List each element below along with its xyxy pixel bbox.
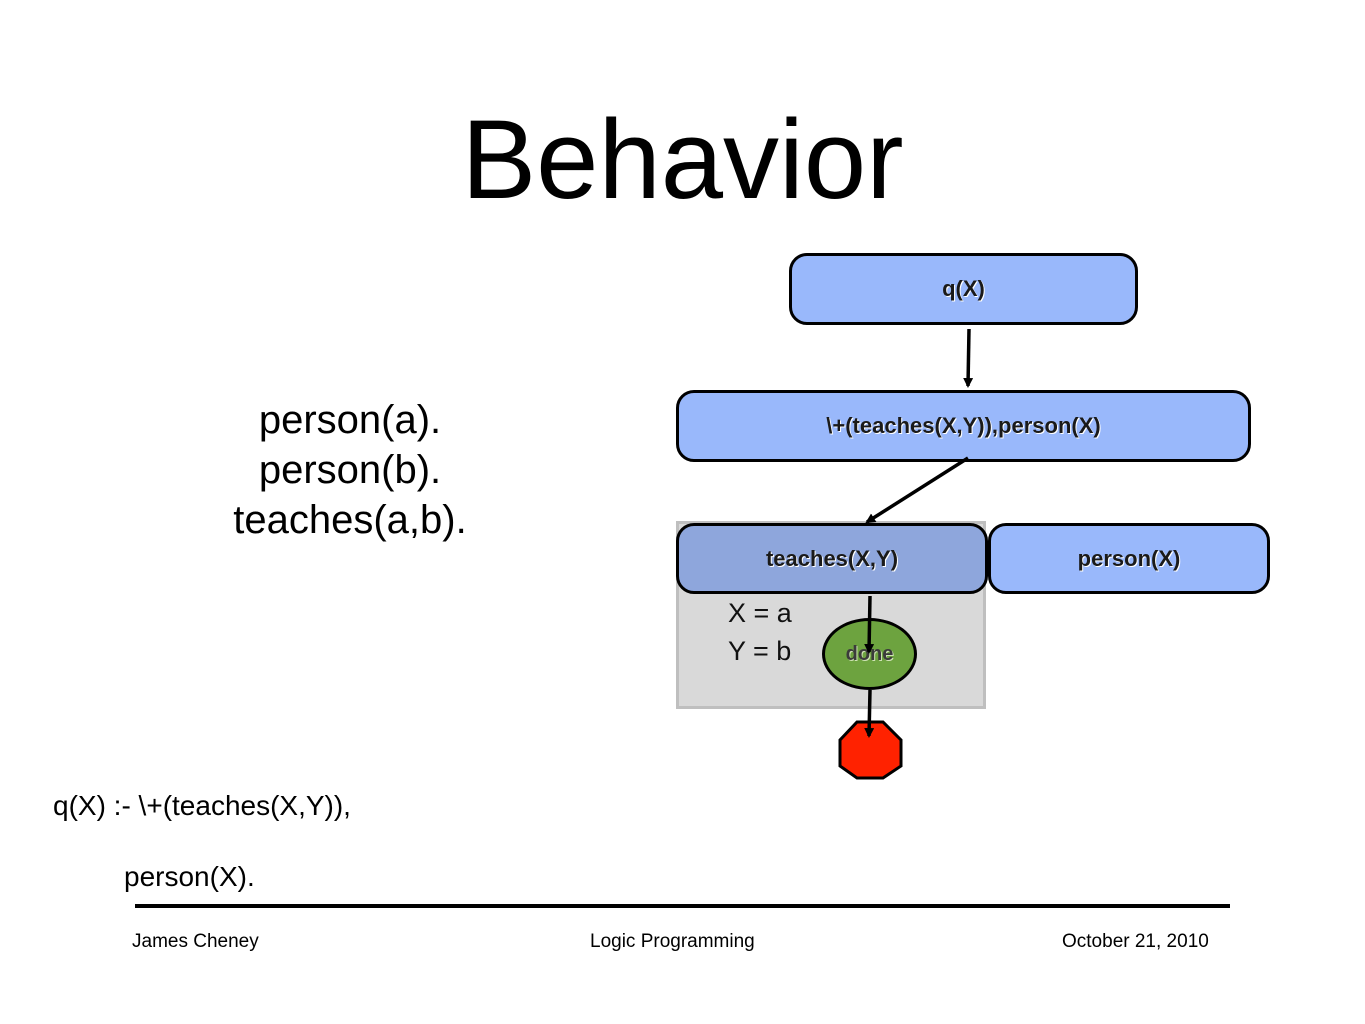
fact-line: person(a). — [258, 398, 442, 442]
rule-line-2: person(X). — [124, 861, 255, 892]
footer-course: Logic Programming — [590, 931, 755, 952]
person-goal-node: person(X) — [988, 523, 1270, 594]
negation-goal-label: \+(teaches(X,Y)),person(X) — [826, 413, 1101, 438]
binding-y: Y = b — [728, 636, 792, 666]
stop-sign-icon — [838, 720, 903, 780]
query-node: q(X) — [789, 253, 1138, 325]
footer-date: October 21, 2010 — [1062, 931, 1209, 952]
footer-divider — [135, 904, 1230, 908]
arrow-done-to-stop — [864, 689, 875, 738]
fact-line: teaches(a,b). — [233, 498, 467, 542]
fact-line: person(b). — [258, 448, 442, 492]
facts-block: person(a). person(b). teaches(a,b). — [180, 395, 520, 545]
query-node-label: q(X) — [942, 276, 985, 301]
arrow-teaches-to-done — [864, 595, 875, 654]
rule-line-1: q(X) :- \+(teaches(X,Y)), — [53, 790, 351, 821]
footer-author: James Cheney — [132, 931, 259, 952]
teaches-goal-node: teaches(X,Y) — [676, 523, 988, 594]
slide-title: Behavior — [461, 97, 904, 222]
arrow-query-to-negation — [963, 328, 974, 388]
arrow-negation-to-teaches — [865, 456, 969, 524]
binding-x: X = a — [728, 598, 792, 628]
teaches-goal-label: teaches(X,Y) — [765, 545, 899, 571]
person-goal-label: person(X) — [1077, 545, 1181, 571]
